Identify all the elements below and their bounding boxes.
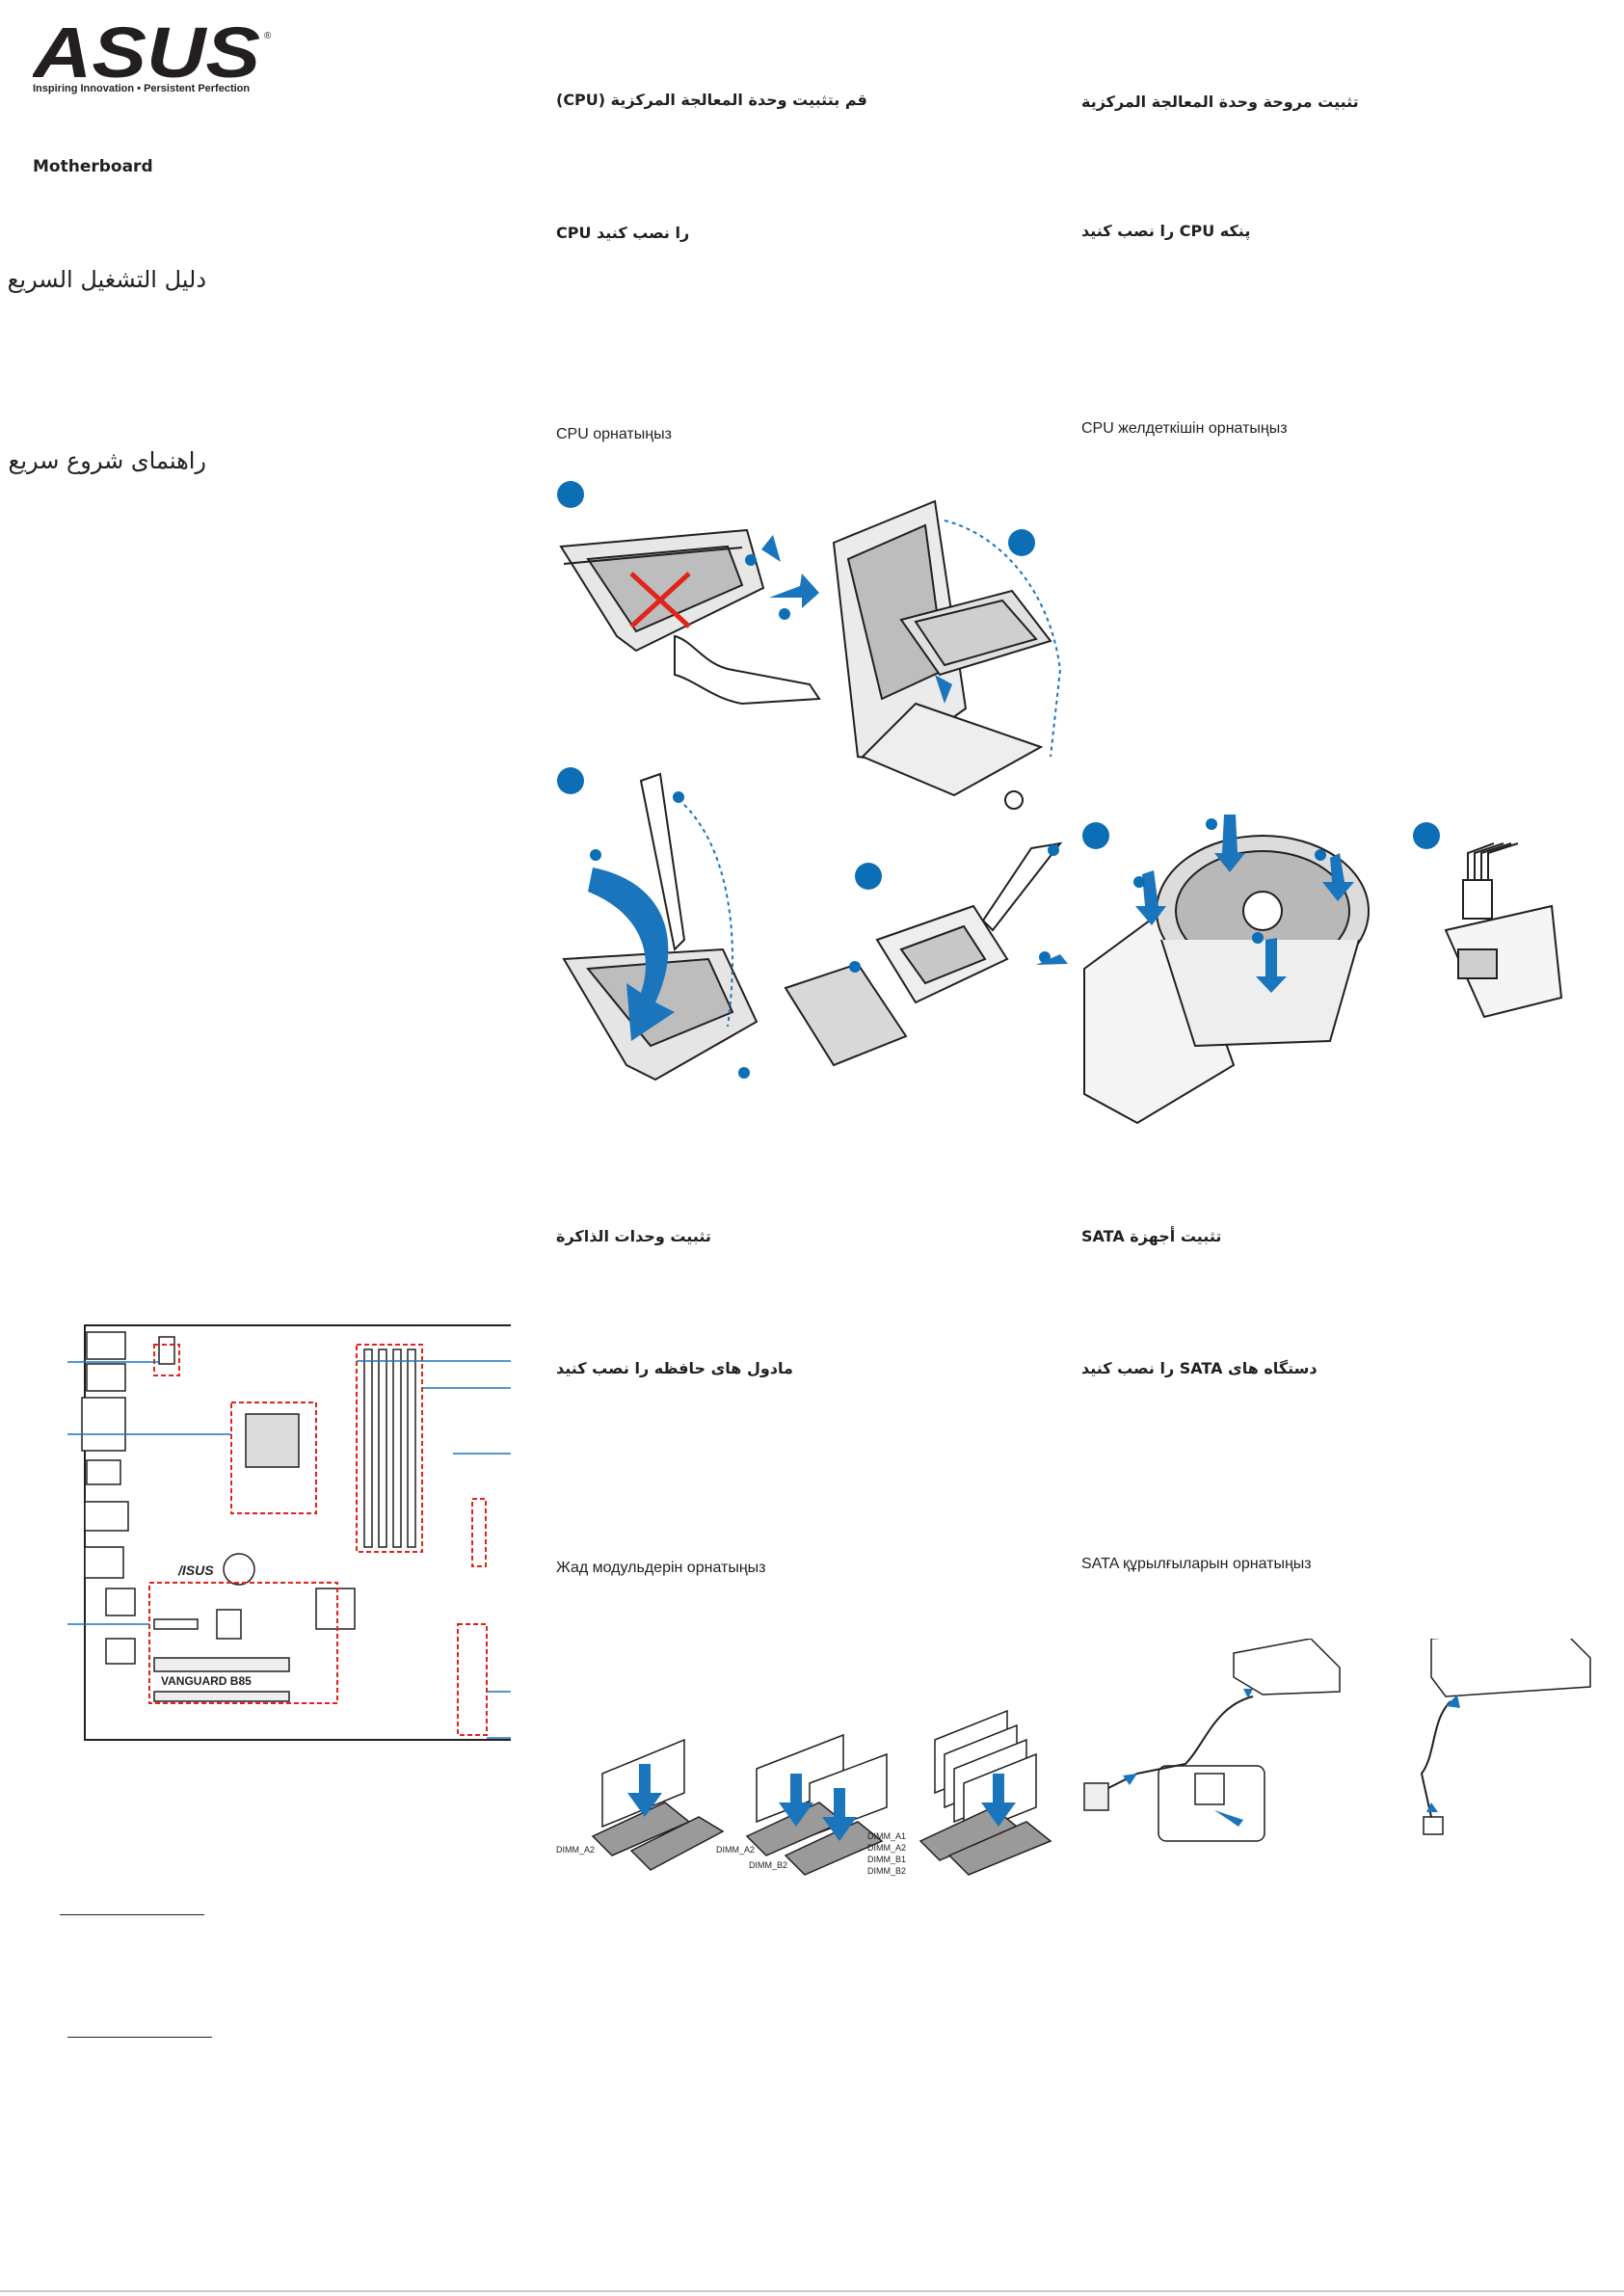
arrow-down-fan-icon [1214,814,1245,872]
step-1-marker [557,481,584,508]
title-arabic: دليل التشغيل السريع [7,266,206,293]
dimm-four-label-a2: DIMM_A2 [867,1843,906,1853]
registered-mark: ® [264,31,272,41]
brand-tagline: Inspiring Innovation • Persistent Perfec… [33,83,251,94]
callout-lines [67,1360,511,1739]
dimm-four-label-a1: DIMM_A1 [867,1831,906,1841]
dimm-slots [363,1348,416,1548]
heading-sata-persian: دستگاه های SATA را نصب کنید [1081,1359,1318,1377]
socket-cover-lifted-illustration [832,499,1044,797]
divider-line-1 [60,1914,204,1915]
fan-connector-illustration [1444,842,1563,1019]
cpu-chip-illustration [899,589,1052,677]
curved-arrow-icon [588,868,675,1041]
fan-board-illustration [1083,835,1370,1125]
svg-text:ASUS: ASUS [33,23,260,81]
heading-fan-persian: پنکه CPU را نصب کنید [1081,222,1251,240]
step-1-fan-marker [1082,822,1109,849]
heading-fan-kazakh: CPU желдеткішін орнатыңыз [1081,420,1288,437]
heading-cpu-kazakh: CPU орнатыңыз [556,426,672,442]
fan-hub-icon [1242,891,1283,931]
title-persian: راهنمای شروع سریع [8,447,206,474]
arrow-right-icon [769,574,819,608]
arrow-down-cpu-icon [935,675,952,704]
highlight-regions [148,1344,488,1736]
board-logo: /ISUS [177,1562,214,1578]
motherboard-layout: /ISUS VANGUARD B85 [67,1324,511,1741]
step-5-marker [855,863,882,890]
asus-wordmark-icon: ASUS [31,13,260,93]
arrow-down-icon [761,535,781,562]
arrow-down-dimm-icon [627,1764,662,1817]
hand-illustration [674,634,821,706]
step-2-fan-marker [1413,822,1440,849]
forbidden-x-icon [629,572,691,628]
dimm-four-label-b1: DIMM_B1 [867,1855,906,1864]
heading-sata-arabic: تثبيت أجهزة SATA [1081,1227,1222,1245]
asus-logo: ASUS ® [31,13,274,100]
battery-icon [223,1553,255,1586]
cpu-install-illustration [557,481,1068,1081]
dimm-four-label-b2: DIMM_B2 [867,1866,906,1876]
heading-cpu-persian: CPU را نصب کنید [556,224,690,242]
sata-arrow-icon [1214,1689,1253,1827]
heading-memory-arabic: تثبيت وحدات الذاكرة [556,1227,711,1245]
step-4-marker [557,767,584,794]
thermal-paste-illustration [784,841,1063,1067]
divider-line-2 [67,2037,212,2038]
dimm-two-label-a2: DIMM_A2 [716,1845,755,1855]
socket-open-illustration [559,528,765,653]
heading-fan-arabic: تثبيت مروحة وحدة المعالجة المركزية [1081,93,1359,111]
swing-arc [944,520,1062,758]
dimm-one-label: DIMM_A2 [556,1845,595,1855]
heading-memory-kazakh: Жад модульдерін орнатыңыз [556,1560,766,1576]
sata-install-illustration [1083,1639,1591,1842]
board-model: VANGUARD B85 [161,1674,252,1688]
heading-memory-persian: مادول های حافظه را نصب کنید [556,1359,793,1377]
step-2-marker [1008,529,1035,556]
memory-install-illustration: DIMM_A2 DIMM_A2 DIMM_B2 DIMM_A1 DIMM_A2 … [556,1709,1052,1876]
product-label: Motherboard [33,157,153,176]
cpu-fan-illustration [1082,814,1563,1125]
heading-sata-kazakh: SATA құрылғыларын орнатыңыз [1081,1556,1312,1572]
heading-cpu-arabic: قم بتثبيت وحدة المعالجة المركزية (CPU) [556,91,867,109]
page-bottom-line [0,2290,1624,2292]
dimm-two-label-b2: DIMM_B2 [749,1860,787,1870]
